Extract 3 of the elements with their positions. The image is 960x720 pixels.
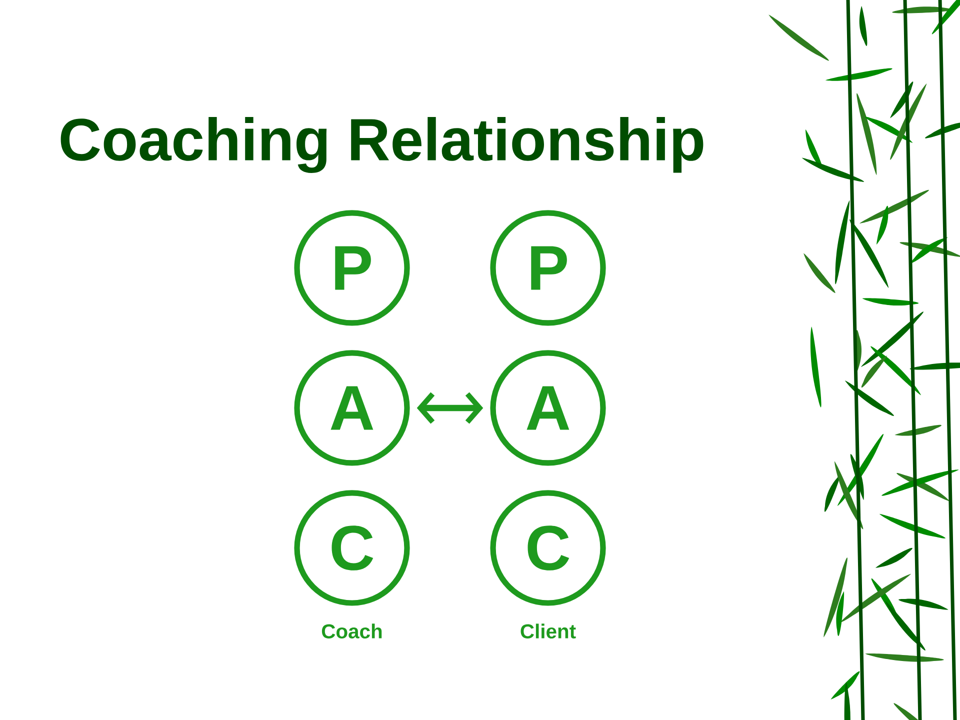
title: Coaching Relationship <box>60 117 704 173</box>
column-label: Client <box>520 624 576 638</box>
column-label: Coach <box>322 624 382 638</box>
